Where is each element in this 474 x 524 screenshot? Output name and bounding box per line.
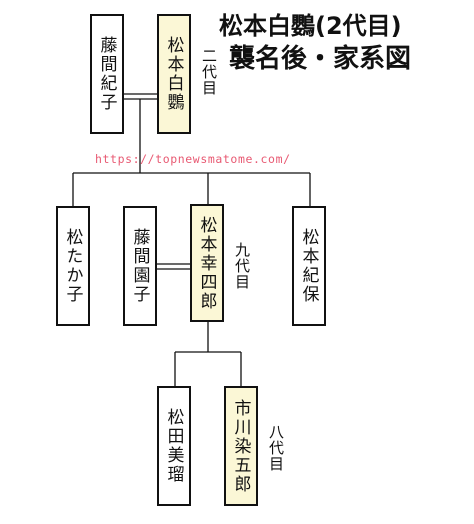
person-name: 藤間園子 <box>129 228 150 304</box>
person-fujima-noriko: 藤間紀子 <box>90 14 124 134</box>
person-matsumoto-kiho: 松本紀保 <box>292 206 326 326</box>
person-name: 松田美瑠 <box>163 408 184 484</box>
person-matsumoto-koshiro: 松本幸四郎 <box>190 204 224 322</box>
person-ichikawa-somegoro: 市川染五郎 <box>224 386 258 506</box>
person-name: 松本白鸚 <box>163 36 184 112</box>
person-name: 松本紀保 <box>298 228 319 304</box>
diagram-title-line2: 襲名後・家系図 <box>229 44 412 74</box>
person-name: 松本幸四郎 <box>196 215 217 311</box>
generation-label-hakuou: 二代目 <box>200 48 218 96</box>
person-matsu-takako: 松たか子 <box>56 206 90 326</box>
generation-label-somegoro: 八代目 <box>267 424 285 472</box>
diagram-title-line1: 松本白鸚(2代目) <box>219 12 402 40</box>
person-fujima-sonoko: 藤間園子 <box>123 206 157 326</box>
person-name: 藤間紀子 <box>96 36 117 112</box>
person-name: 市川染五郎 <box>230 398 251 494</box>
person-name: 松たか子 <box>62 228 83 304</box>
person-matsumoto-hakuou: 松本白鸚 <box>157 14 191 134</box>
generation-label-koshiro: 九代目 <box>233 242 251 290</box>
source-url-watermark: https://topnewsmatome.com/ <box>95 152 291 166</box>
person-matsuda-mirui: 松田美瑠 <box>157 386 191 506</box>
